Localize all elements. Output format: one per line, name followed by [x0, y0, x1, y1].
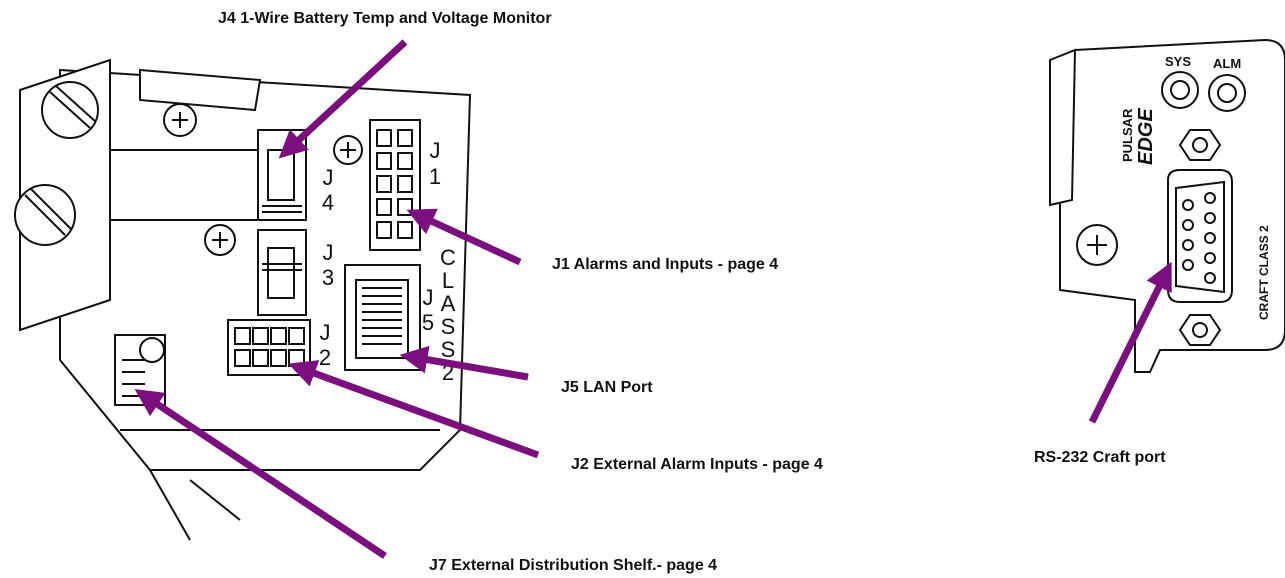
hex-standoff-icon [1178, 314, 1222, 346]
screw-icon [41, 81, 99, 139]
screw-icon [333, 135, 363, 165]
callout-j1: J1 Alarms and Inputs - page 4 [552, 256, 779, 273]
silk-class-0: C [440, 245, 456, 270]
screw-icon [163, 103, 197, 137]
silk-j2-b: 2 [319, 345, 331, 370]
silk-j1-a: J [430, 138, 441, 163]
brand-pulsar: PULSAR [1120, 108, 1135, 162]
screw-icon [1076, 224, 1118, 266]
db9-connector-icon [1167, 169, 1233, 303]
silk-j2-a: J [320, 320, 331, 345]
arrow-j5 [399, 345, 529, 381]
arrow-j2 [288, 360, 540, 459]
led-indicator-icon [1161, 71, 1199, 109]
rj45-port-icon [257, 129, 307, 221]
panel-fold [1049, 48, 1077, 207]
hex-standoff-icon [1178, 129, 1222, 161]
lower-housing [120, 429, 440, 541]
craft-class-label: CRAFT CLASS 2 [1257, 225, 1271, 320]
j7-connector [114, 334, 166, 406]
silk-j4-b: 4 [322, 190, 334, 215]
board-silkscreen: J 1 J 4 J 3 J 2 J 5 C L A S S 2 [319, 138, 456, 385]
top-cover-plate [139, 68, 262, 112]
arrow-j7 [134, 389, 387, 559]
callout-rs232: RS-232 Craft port [1034, 449, 1166, 466]
j2-connector [227, 319, 311, 376]
silk-class-2: A [441, 291, 456, 316]
alm-label: ALM [1213, 56, 1241, 71]
screw-icon [14, 184, 76, 246]
silk-j5-b: 5 [422, 310, 434, 335]
callout-j7: J7 External Distribution Shelf.- page 4 [429, 557, 718, 574]
silk-j3-b: 3 [322, 265, 334, 290]
arrow-j4 [278, 39, 408, 159]
controller-board-view [14, 58, 472, 541]
silk-j5-a: J [423, 285, 434, 310]
brand-edge: EDGE [1135, 108, 1157, 165]
silk-class-1: L [442, 268, 454, 293]
callout-j4: J4 1-Wire Battery Temp and Voltage Monit… [218, 10, 552, 27]
callout-j5: J5 LAN Port [561, 379, 653, 396]
sys-label: SYS [1165, 54, 1191, 69]
callout-j2: J2 External Alarm Inputs - page 4 [571, 456, 823, 473]
arrow-rs232 [1088, 261, 1172, 424]
rj45-port-icon [257, 229, 307, 316]
label-plate [109, 149, 261, 221]
silk-j4-a: J [323, 165, 334, 190]
silk-class-4: S [441, 337, 456, 362]
silk-class-3: S [441, 314, 456, 339]
panel-text: SYS ALM PULSAR EDGE CRAFT CLASS 2 [1120, 54, 1271, 320]
led-indicator-icon [1208, 74, 1246, 112]
screw-icon [204, 224, 236, 256]
silk-j3-a: J [323, 240, 334, 265]
arrow-j1 [406, 208, 522, 266]
silk-j1-b: 1 [429, 164, 441, 189]
j1-connector [369, 119, 421, 251]
rj45-port-icon [344, 264, 421, 371]
front-panel-view [1049, 38, 1285, 373]
callout-arrows [134, 39, 1172, 559]
